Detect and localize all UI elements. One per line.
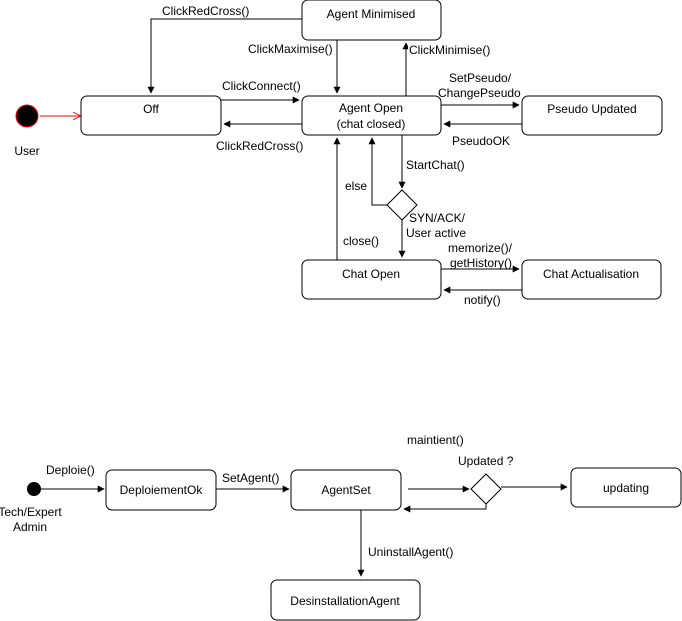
state-agent-open-label: Agent Open: [339, 101, 403, 115]
label-user-active: User active: [406, 226, 466, 240]
label-close: close(): [343, 234, 379, 248]
state-chat-actualisation: Chat Actualisation: [521, 259, 662, 300]
label-set-agent: SetAgent(): [222, 471, 279, 485]
state-off-label: Off: [143, 102, 159, 116]
state-agent-minimised: Agent Minimised: [301, 0, 442, 41]
state-chat-actualisation-label: Chat Actualisation: [543, 267, 639, 281]
state-agent-open: Agent Open (chat closed): [301, 95, 442, 136]
state-chat-open: Chat Open: [301, 259, 442, 300]
state-deploiement-ok: DeploiementOk: [105, 469, 217, 511]
label-memorize: memorize()/: [448, 241, 513, 255]
decision-diamond-update: [470, 473, 502, 505]
label-updated: Updated ?: [458, 454, 514, 468]
state-updating-label: updating: [603, 481, 649, 495]
label-syn-ack: SYN/ACK/: [409, 211, 466, 225]
label-pseudo-ok: PseudoOK: [452, 134, 510, 148]
state-pseudo-updated: Pseudo Updated: [521, 95, 663, 136]
user-initial-node: [15, 104, 39, 128]
label-set-pseudo: SetPseudo/: [449, 71, 512, 85]
state-desinstallation-agent: DesinstallationAgent: [270, 579, 421, 621]
label-click-connect: ClickConnect(): [222, 79, 301, 93]
admin-label-line2: Admin: [13, 520, 47, 534]
state-off: Off: [80, 95, 222, 136]
label-click-maximise: ClickMaximise(): [248, 42, 333, 56]
admin-initial-node: [27, 482, 41, 496]
label-change-pseudo-text: ChangePseudo: [438, 86, 521, 100]
label-notify: notify(): [464, 293, 501, 307]
state-chat-open-label: Chat Open: [342, 267, 400, 281]
edge-decision-else: [368, 137, 387, 206]
label-click-red-cross-top: ClickRedCross(): [162, 4, 249, 18]
state-agent-minimised-label: Agent Minimised: [327, 7, 416, 21]
label-click-red-cross-bottom: ClickRedCross(): [216, 139, 303, 153]
state-deploiement-ok-label: DeploiementOk: [120, 483, 204, 497]
label-click-minimise: ClickMinimise(): [409, 43, 490, 57]
label-start-chat: StartChat(): [406, 158, 465, 172]
state-agentset: AgentSet: [290, 469, 402, 511]
edge-minimised-to-off: [147, 18, 302, 94]
user-label: User: [14, 144, 39, 158]
label-uninstall-agent: UninstallAgent(): [368, 545, 453, 559]
label-get-history: getHistory(): [450, 256, 512, 270]
label-deploie: Deploie(): [46, 463, 95, 477]
state-updating: updating: [570, 467, 682, 508]
admin-label-line1: Tech/Expert: [0, 505, 62, 519]
state-agent-open-sublabel: (chat closed): [337, 117, 406, 131]
state-desinstallation-agent-label: DesinstallationAgent: [290, 594, 400, 608]
state-pseudo-updated-label: Pseudo Updated: [547, 102, 636, 116]
edge-decision-to-agentset: [403, 504, 487, 513]
label-else: else: [345, 179, 367, 193]
label-maintient: maintient(): [407, 433, 464, 447]
state-agentset-label: AgentSet: [321, 483, 371, 497]
